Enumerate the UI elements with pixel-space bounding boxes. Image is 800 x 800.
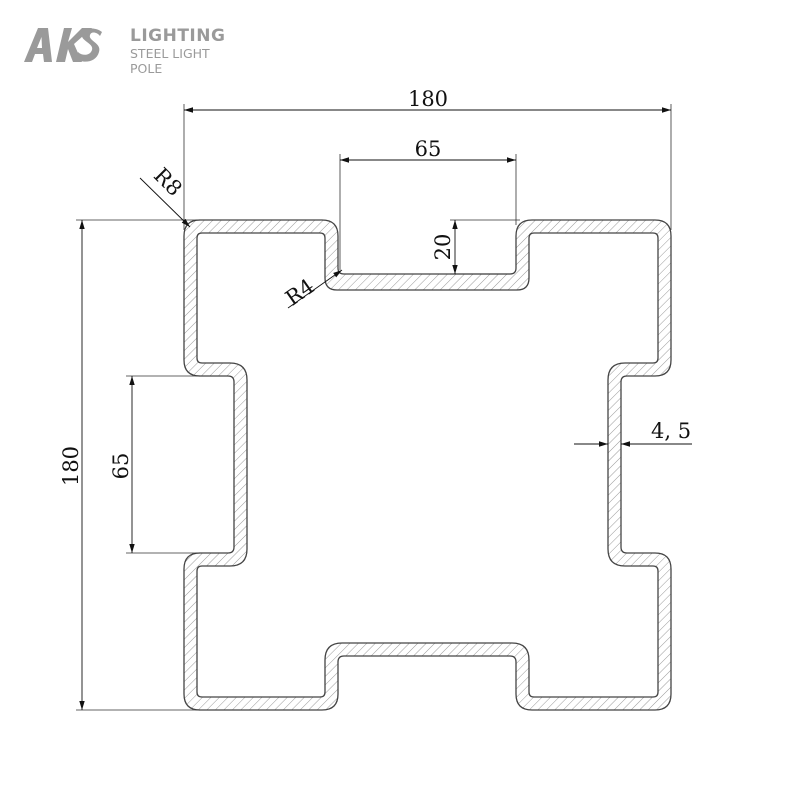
brand-logo: LIGHTING STEEL LIGHT POLE xyxy=(22,24,242,76)
label-overall-height: 180 xyxy=(59,446,83,486)
label-radius-outer: R8 xyxy=(149,163,187,201)
label-radius-inner: R4 xyxy=(281,274,319,310)
leader-r8 xyxy=(139,177,191,228)
label-overall-width: 180 xyxy=(408,87,448,111)
dimension-lines xyxy=(79,107,692,710)
aks-logo-icon xyxy=(24,28,102,62)
label-left-notch-height: 65 xyxy=(109,453,133,480)
label-wall-thickness: 4, 5 xyxy=(651,419,691,443)
label-top-notch-width: 65 xyxy=(415,137,442,161)
brand-title: LIGHTING xyxy=(130,26,226,46)
label-notch-depth: 20 xyxy=(431,234,455,261)
extension-lines xyxy=(76,104,672,711)
leader-r4 xyxy=(287,269,343,309)
brand-subtitle: STEEL LIGHT POLE xyxy=(130,46,210,76)
profile-wall xyxy=(183,219,672,711)
